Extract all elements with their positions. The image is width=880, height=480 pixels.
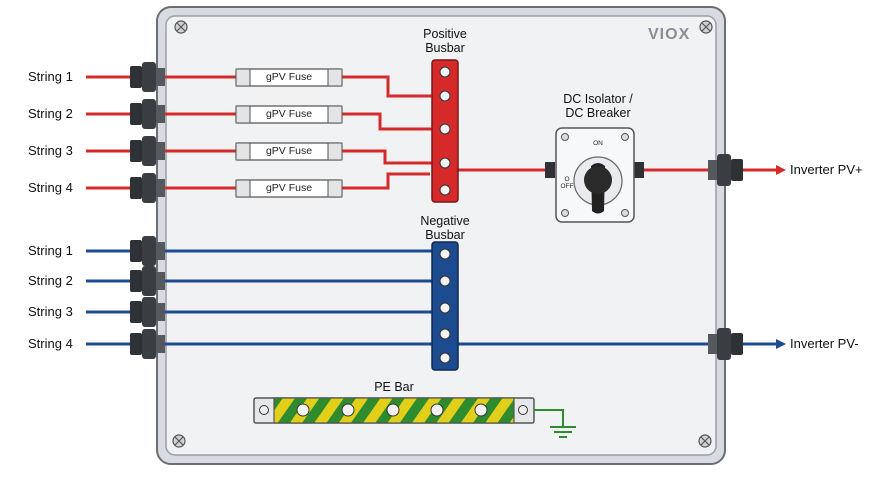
corner-screw-icon <box>172 434 186 448</box>
pe-bar-label: PE Bar <box>374 380 414 394</box>
positive-string-label: String 2 <box>28 106 73 121</box>
cable-gland-icon <box>708 154 743 186</box>
negative-string-label: String 4 <box>28 336 73 351</box>
cable-gland-icon <box>130 173 165 203</box>
corner-screw-icon <box>174 20 188 34</box>
dc-isolator <box>545 127 644 223</box>
fuse-holder <box>235 105 343 124</box>
positive-string-label: String 3 <box>28 143 73 158</box>
screw-icon <box>621 133 629 141</box>
cable-gland-icon <box>708 328 743 360</box>
fuse-label: gPV Fuse <box>265 145 313 157</box>
screw-icon <box>518 405 528 415</box>
positive-string-label: String 4 <box>28 180 73 195</box>
cable-glands-left <box>130 62 165 359</box>
negative-string-label: String 1 <box>28 243 73 258</box>
screw-icon <box>561 133 569 141</box>
fuse-holder <box>235 68 343 87</box>
negative-string-label: String 3 <box>28 304 73 319</box>
corner-screw-icon <box>699 20 713 34</box>
isolator-on-label: ON <box>593 140 603 147</box>
fuse-holder <box>235 142 343 161</box>
fuse-label: gPV Fuse <box>265 108 313 120</box>
corner-screw-icon <box>698 434 712 448</box>
cable-gland-icon <box>130 297 165 327</box>
pe-bar <box>253 397 535 424</box>
cable-gland-icon <box>130 266 165 296</box>
negative-busbar <box>431 241 459 371</box>
screw-icon <box>259 405 269 415</box>
negative-string-label: String 2 <box>28 273 73 288</box>
cable-gland-icon <box>130 329 165 359</box>
output-pv-minus-label: Inverter PV- <box>790 336 859 351</box>
fuse-label: gPV Fuse <box>265 71 313 83</box>
output-pv-plus-label: Inverter PV+ <box>790 162 863 177</box>
positive-string-label: String 1 <box>28 69 73 84</box>
screw-icon <box>561 209 569 217</box>
fuse-holder <box>235 179 343 198</box>
cable-gland-icon <box>130 236 165 266</box>
screw-icon <box>621 209 629 217</box>
cable-gland-icon <box>130 99 165 129</box>
arrow-pv-plus-icon <box>776 165 786 175</box>
fuse-label: gPV Fuse <box>265 182 313 194</box>
fuse-holders <box>235 68 343 198</box>
cable-gland-icon <box>130 62 165 92</box>
cable-gland-icon <box>130 136 165 166</box>
arrow-pv-minus-icon <box>776 339 786 349</box>
brand-logo: VIOX <box>648 26 691 43</box>
isolator-label: DC Isolator /DC Breaker <box>563 92 633 120</box>
ground-symbol-icon <box>534 409 576 438</box>
positive-busbar <box>431 59 459 203</box>
